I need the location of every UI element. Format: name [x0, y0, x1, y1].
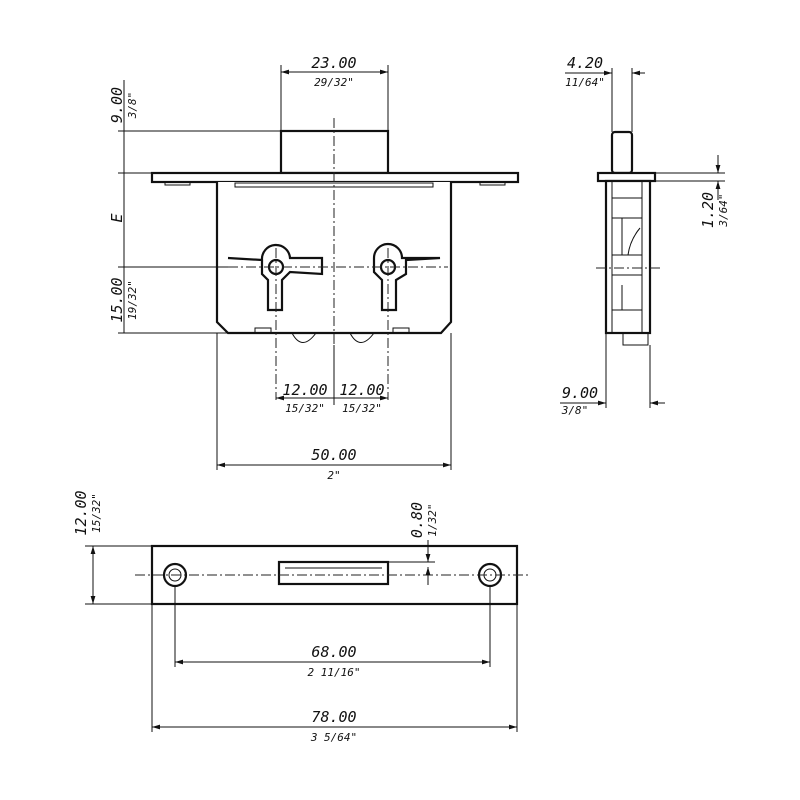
- dim-backset-e: E: [108, 213, 126, 222]
- strike-plate-view: 12.00 15/32" 0.80 1/32" 68.00 2 11/16" 7…: [72, 490, 530, 744]
- keyhole-lever: [227, 243, 324, 312]
- dim-spacing-right-inch: 15/32": [342, 402, 382, 415]
- dim-body-thickness-inch: 3/8": [561, 404, 589, 417]
- dim-keyhole-offset-mm: 15.00: [108, 277, 126, 322]
- bolt: [610, 130, 634, 175]
- dim-body-width-inch: 2": [327, 469, 340, 482]
- dim-bolt-projection-inch: 3/8": [126, 92, 139, 120]
- dim-plate-length-inch: 3 5/64": [310, 731, 357, 744]
- dim-bolt-projection-mm: 9.00: [108, 87, 126, 123]
- dim-faceplate-thickness-mm: 1.20: [699, 192, 717, 228]
- dim-spacing-right-mm: 12.00: [339, 381, 384, 399]
- dim-bolt-width-mm: 23.00: [311, 54, 356, 72]
- faceplate-tab: [164, 181, 191, 186]
- dim-keyhole-offset-inch: 19/32": [126, 280, 139, 320]
- latch-feet: [291, 332, 375, 343]
- front-view: 23.00 29/32" 9.00 3/8" E 15.00 19/32" 12…: [108, 54, 520, 482]
- dim-bolt-thickness-mm: 4.20: [567, 54, 603, 72]
- dim-spacing-left-inch: 15/32": [285, 402, 325, 415]
- faceplate: [596, 171, 657, 183]
- body-foot: [254, 327, 272, 334]
- dim-body-thickness-mm: 9.00: [562, 384, 598, 402]
- bottom-tab: [622, 332, 649, 346]
- dim-bolt-width-inch: 29/32": [314, 76, 354, 89]
- faceplate: [150, 171, 520, 184]
- dim-plate-height-inch: 15/32": [90, 493, 103, 533]
- dim-faceplate-thickness-inch: 3/64": [717, 193, 730, 227]
- internal-mechanism: [611, 181, 643, 333]
- dim-hole-spacing-mm: 68.00: [311, 643, 356, 661]
- dim-offset-mm: 0.80: [408, 502, 426, 538]
- dim-hole-spacing-inch: 2 11/16": [308, 666, 361, 679]
- side-view: 4.20 11/64" 1.20 3/64" 9.00 3/8": [560, 54, 730, 417]
- body-foot: [392, 327, 410, 334]
- strike-slot: [277, 560, 390, 586]
- dim-body-width-mm: 50.00: [311, 446, 356, 464]
- dim-spacing-left-mm: 12.00: [282, 381, 327, 399]
- lock-body: [604, 179, 652, 335]
- dim-plate-length-mm: 78.00: [311, 708, 356, 726]
- dim-bolt-thickness-inch: 11/64": [565, 76, 605, 89]
- dim-plate-height-mm: 12.00: [72, 490, 90, 535]
- faceplate-tab: [479, 181, 506, 186]
- dim-offset-inch: 1/32": [426, 503, 439, 536]
